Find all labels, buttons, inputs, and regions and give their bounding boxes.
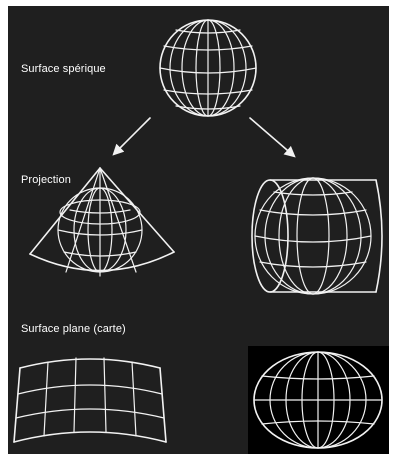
flat-surface-label: Surface plane (carte) xyxy=(21,323,126,335)
cylindrical-projection-icon xyxy=(252,178,382,294)
conic-map-grid xyxy=(14,358,166,442)
arrow-left-icon xyxy=(114,118,150,154)
world-map-grid xyxy=(254,352,382,448)
arrow-right-icon xyxy=(250,118,294,156)
globe-icon xyxy=(160,20,256,116)
map-projection-diagram: Surface spérique Projection Surface plan… xyxy=(8,6,389,454)
projection-label: Projection xyxy=(21,174,71,186)
spherical-surface-label: Surface spérique xyxy=(21,63,106,75)
